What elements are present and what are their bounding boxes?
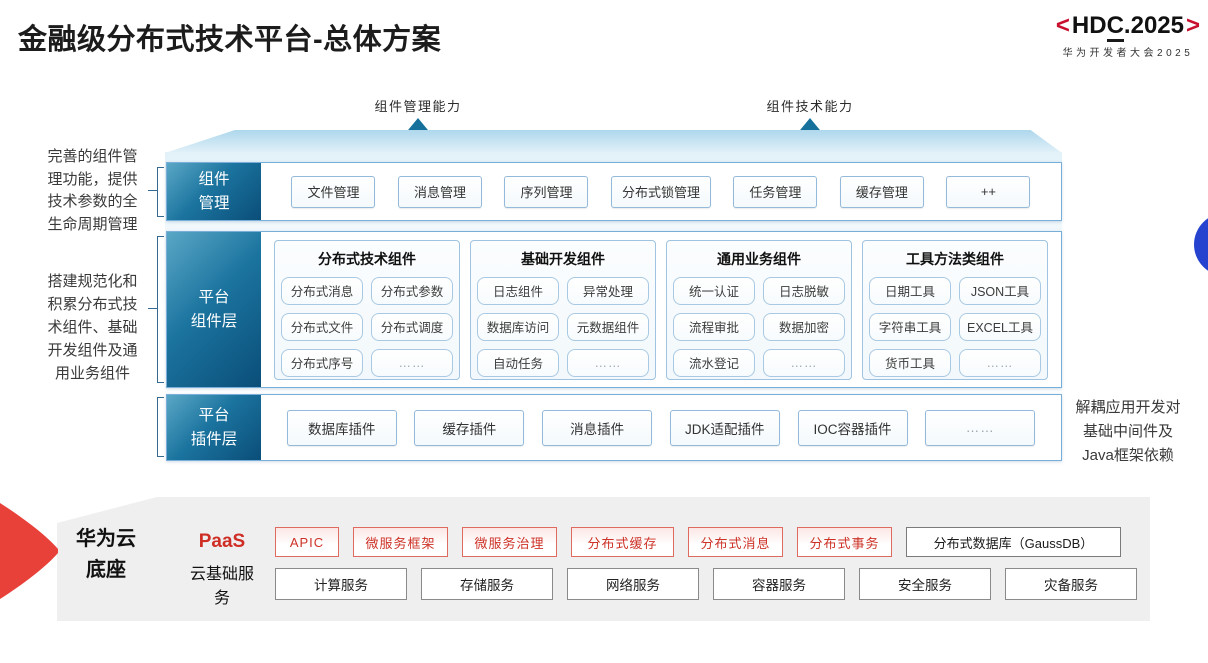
component-box-more: ……: [567, 348, 649, 377]
component-management-items: 文件管理 消息管理 序列管理 分布式锁管理 任务管理 缓存管理 ++: [261, 163, 1061, 220]
left-note-management: 完善的组件管理功能，提供技术参数的全生命周期管理: [47, 148, 138, 233]
page-title: 金融级分布式技术平台-总体方案: [18, 24, 442, 56]
paas-box: 分布式事务: [797, 527, 892, 557]
hdc-logo-subtitle: 华为开发者大会2025: [1062, 48, 1194, 59]
component-box: 分布式序号: [281, 348, 363, 377]
plugin-box: IOC容器插件: [797, 409, 908, 446]
column-basic-dev: 基础开发组件 日志组件 异常处理 数据库访问 元数据组件 自动任务 ……: [470, 239, 656, 380]
capability-arrow-1-label: 组件管理能力: [374, 99, 462, 114]
component-box: 分布式消息: [281, 276, 363, 305]
component-box-more: ……: [763, 348, 845, 377]
plugin-box-more: ……: [925, 409, 1036, 446]
component-box: JSON工具: [959, 276, 1041, 305]
logo-left-bracket: <: [1055, 12, 1070, 39]
huawei-cloud-foundation-panel: [57, 497, 1150, 621]
management-box: 分布式锁管理: [610, 175, 711, 208]
paas-box: APIC: [275, 527, 339, 557]
cloud-service-box: 存储服务: [421, 568, 553, 600]
bracket-row1: [157, 167, 164, 217]
blue-circle-decoration: [1194, 213, 1208, 276]
component-box: 分布式文件: [281, 312, 363, 341]
column-distributed-tech: 分布式技术组件 分布式消息 分布式参数 分布式文件 分布式调度 分布式序号 ……: [274, 239, 460, 380]
cloud-basic-services-row: 云基础服务 计算服务 存储服务 网络服务 容器服务 安全服务 灾备服务: [183, 566, 1137, 607]
component-box: EXCEL工具: [959, 312, 1041, 341]
column-header: 分布式技术组件: [318, 250, 416, 267]
cloud-service-box: 安全服务: [859, 568, 991, 600]
paas-label: PaaS: [198, 531, 246, 552]
component-box: 日期工具: [869, 276, 951, 305]
management-box: 序列管理: [504, 175, 589, 208]
plugin-box: 数据库插件: [286, 409, 397, 446]
plugin-box: 消息插件: [542, 409, 653, 446]
plugin-box: JDK适配插件: [669, 409, 780, 446]
platform-component-layer-label: 平台 组件层: [167, 232, 261, 387]
platform-component-columns: 分布式技术组件 分布式消息 分布式参数 分布式文件 分布式调度 分布式序号 ………: [261, 232, 1061, 387]
platform-plugin-items: 数据库插件 缓存插件 消息插件 JDK适配插件 IOC容器插件 ……: [261, 395, 1061, 460]
component-box: 数据加密: [763, 312, 845, 341]
component-box: 数据库访问: [477, 312, 559, 341]
bracket-tick-row1: [148, 190, 157, 191]
plugin-box: 缓存插件: [414, 409, 525, 446]
logo-right-bracket: >: [1185, 12, 1200, 39]
management-box: 缓存管理: [839, 175, 924, 208]
paas-row: PaaS APIC 微服务框架 微服务治理 分布式缓存 分布式消息 分布式事务 …: [183, 527, 1121, 557]
bracket-row3: [157, 397, 164, 457]
component-box-more: ……: [371, 348, 453, 377]
gaussdb-box: 分布式数据库（GaussDB）: [906, 527, 1121, 557]
cloud-service-box: 计算服务: [275, 568, 407, 600]
right-note-plugins: 解耦应用开发对基础中间件及Java框架依赖: [1075, 399, 1181, 464]
cloud-service-box: 容器服务: [713, 568, 845, 600]
paas-box: 分布式缓存: [571, 527, 674, 557]
cloud-basic-services-label: 云基础服务: [189, 566, 254, 607]
red-arrow-icon: [0, 503, 58, 599]
component-box-more: ……: [959, 348, 1041, 377]
management-box: ++: [946, 175, 1031, 208]
platform-plugin-layer-row: 平台 插件层 数据库插件 缓存插件 消息插件 JDK适配插件 IOC容器插件 ……: [166, 394, 1062, 461]
component-box: 分布式调度: [371, 312, 453, 341]
paas-box: 微服务治理: [462, 527, 557, 557]
component-box: 统一认证: [673, 276, 755, 305]
management-box: 任务管理: [733, 175, 818, 208]
component-box: 日志脱敏: [763, 276, 845, 305]
platform-component-layer-row: 平台 组件层 分布式技术组件 分布式消息 分布式参数 分布式文件 分布式调度 分…: [166, 231, 1062, 388]
column-common-business: 通用业务组件 统一认证 日志脱敏 流程审批 数据加密 流水登记 ……: [666, 239, 852, 380]
component-management-row: 组件 管理 文件管理 消息管理 序列管理 分布式锁管理 任务管理 缓存管理 ++: [166, 162, 1062, 221]
component-box: 日志组件: [477, 276, 559, 305]
component-box: 自动任务: [477, 348, 559, 377]
column-header: 通用业务组件: [717, 250, 801, 267]
component-box: 分布式参数: [371, 276, 453, 305]
capability-arrow-2-label: 组件技术能力: [766, 99, 854, 114]
hdc-logo-text: <HDC.2025>: [1054, 12, 1202, 42]
management-box: 文件管理: [291, 175, 376, 208]
huawei-cloud-foundation-label: 华为云底座: [76, 528, 136, 581]
bracket-tick-row2: [148, 308, 157, 309]
component-box: 流程审批: [673, 312, 755, 341]
component-box: 货币工具: [869, 348, 951, 377]
component-management-label: 组件 管理: [167, 163, 261, 220]
component-box: 字符串工具: [869, 312, 951, 341]
platform-roof-shape: [165, 130, 1062, 153]
cloud-service-box: 灾备服务: [1005, 568, 1137, 600]
paas-box: 分布式消息: [688, 527, 783, 557]
column-header: 工具方法类组件: [906, 250, 1004, 267]
component-box: 元数据组件: [567, 312, 649, 341]
hdc-logo: <HDC.2025> 华为开发者大会2025: [1054, 12, 1202, 59]
column-tool-methods: 工具方法类组件 日期工具 JSON工具 字符串工具 EXCEL工具 货币工具 ……: [862, 239, 1048, 380]
component-box: 流水登记: [673, 348, 755, 377]
paas-box: 微服务框架: [353, 527, 448, 557]
bracket-row2: [157, 236, 164, 383]
component-box: 异常处理: [567, 276, 649, 305]
management-box: 消息管理: [397, 175, 482, 208]
column-header: 基础开发组件: [521, 250, 605, 267]
left-note-components: 搭建规范化和积累分布式技术组件、基础开发组件及通用业务组件: [47, 273, 138, 382]
cloud-service-box: 网络服务: [567, 568, 699, 600]
platform-plugin-layer-label: 平台 插件层: [167, 395, 261, 460]
